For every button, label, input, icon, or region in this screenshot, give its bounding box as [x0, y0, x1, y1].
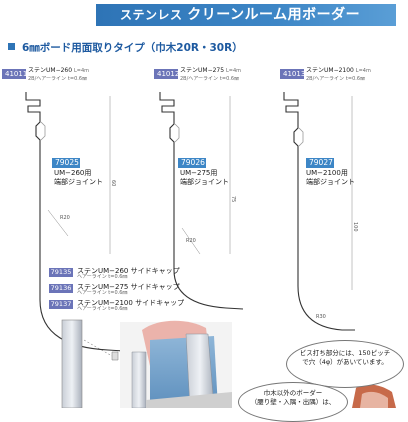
- joint-name: UM−275用: [180, 169, 218, 177]
- header-prefix: ステンレス: [120, 8, 183, 22]
- header-title: クリーンルーム用ボーダー: [187, 7, 361, 23]
- profile-drawing-2: [159, 92, 244, 310]
- profile-desc-2: ステンUM−275 L=4m 2B/ヘアーライン t=0.6㎜: [180, 67, 241, 83]
- profile-desc-1: ステンUM−260 L=4m 2B/ヘアーライン t=0.6㎜: [28, 67, 89, 83]
- side-cap-spec: ヘアーライン t=0.6㎜: [77, 290, 128, 296]
- dim-radius-2: R20: [186, 238, 196, 244]
- joint-name: UM−260用: [54, 169, 92, 177]
- section-title: 6㎜ボード用面取りタイプ（巾木20R・30R）: [22, 42, 243, 54]
- profile-finish: 2B/ヘアーライン: [180, 76, 218, 82]
- side-cap-code: 79135: [49, 268, 73, 277]
- joint-desc-3: UM−2100用 端部ジョイント: [306, 169, 355, 187]
- profile-desc-3: ステンUM−2100 L=4m 2B/ヘアーライン t=0.6㎜: [306, 67, 371, 83]
- profile-name: ステンUM−275: [180, 67, 225, 74]
- corner-piece-illustration: [352, 384, 396, 408]
- profile-thickness: t=0.6㎜: [219, 76, 240, 82]
- profile-thickness: t=0.6㎜: [345, 76, 366, 82]
- side-cap-illustration: [61, 319, 119, 408]
- side-cap-name: ステンUM−260 サイドキャップ: [77, 267, 180, 275]
- side-cap-spec: ヘアーライン t=0.6㎜: [77, 274, 128, 280]
- joint-code-2: 79026: [178, 158, 206, 168]
- screw-note-bubble: ビス打ち部分には、150ピッチで穴（4φ）があいています。: [286, 340, 404, 388]
- side-cap-name: ステンUM−275 サイドキャップ: [77, 283, 180, 291]
- other-border-note-bubble: 巾木以外のボーダー （腰り壁・入隅・出隅）は、: [238, 382, 348, 422]
- header-banner: ステンレス クリーンルーム用ボーダー: [96, 4, 396, 26]
- section-marker-icon: [8, 43, 15, 50]
- joint-type: 端部ジョイント: [180, 178, 229, 186]
- joint-desc-1: UM−260用 端部ジョイント: [54, 169, 103, 187]
- profile-length: L=4m: [73, 68, 90, 74]
- profile-thickness: t=0.6㎜: [67, 76, 88, 82]
- profile-length: L=4m: [225, 68, 242, 74]
- dim-radius-3: R30: [316, 314, 326, 320]
- joint-code-3: 79027: [306, 158, 334, 168]
- joint-code-1: 79025: [52, 158, 80, 168]
- joint-desc-2: UM−275用 端部ジョイント: [180, 169, 229, 187]
- profile-drawings: [25, 92, 355, 352]
- other-border-line-2: （腰り壁・入隅・出隅）は、: [250, 398, 336, 406]
- dim-radius-1: R20: [60, 215, 70, 221]
- side-cap-spec: ヘアーライン t=0.6㎜: [77, 306, 128, 312]
- joint-name: UM−2100用: [306, 169, 348, 177]
- profile-drawing-3: [283, 92, 355, 331]
- profile-code-2: 41012: [154, 69, 179, 79]
- side-cap-name: ステンUM−2100 サイドキャップ: [77, 299, 185, 307]
- profile-name: ステンUM−2100: [306, 67, 354, 74]
- profile-drawing-1: [25, 92, 125, 352]
- side-cap-code: 79136: [49, 284, 73, 293]
- joint-type: 端部ジョイント: [306, 178, 355, 186]
- joint-type: 端部ジョイント: [54, 178, 103, 186]
- profile-finish: 2B/ヘアーライン: [28, 76, 66, 82]
- installation-illustrations: [61, 319, 396, 408]
- screw-note: ビス打ち部分には、150ピッチで穴（4φ）があいています。: [299, 349, 391, 366]
- profile-name: ステンUM−260: [28, 67, 73, 74]
- installation-photo-illustration: [120, 320, 232, 408]
- side-cap-code: 79137: [49, 300, 73, 309]
- profile-code-1: 41011: [2, 69, 27, 79]
- profile-code-3: 41013: [280, 69, 305, 79]
- other-border-line-1: 巾木以外のボーダー: [263, 389, 323, 397]
- profile-length: L=4m: [355, 68, 371, 74]
- dimension-lines: [47, 96, 353, 290]
- profile-finish: 2B/ヘアーライン: [306, 76, 344, 82]
